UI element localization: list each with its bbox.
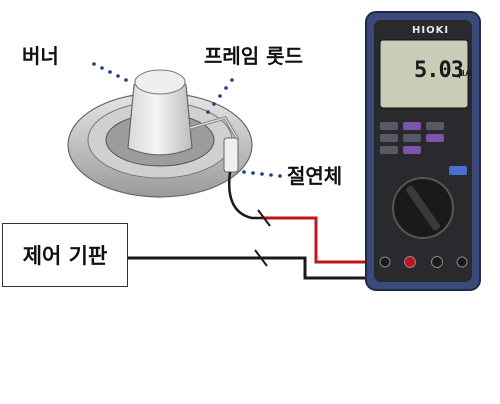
label-insulator: 절연체 (287, 164, 343, 188)
label-control-board: 제어 기판 (22, 244, 108, 268)
meter-button[interactable] (403, 146, 421, 154)
terminal-ua[interactable] (404, 256, 416, 268)
dial-knob[interactable] (405, 184, 441, 231)
break-mark-black (254, 249, 268, 267)
meter-button[interactable] (380, 146, 398, 154)
rod-lead-wire (228, 171, 262, 220)
terminal-v[interactable] (456, 256, 468, 268)
meter-display-unit: μA (458, 66, 473, 79)
insulator (223, 137, 239, 173)
meter-button[interactable] (426, 134, 444, 142)
break-mark-red (257, 209, 271, 227)
meter-button[interactable] (403, 122, 421, 130)
burner-top (134, 69, 186, 95)
frame-rod-highlight (189, 117, 239, 141)
meter-display-value: 5.03 (414, 58, 464, 83)
meter-brand: HIOKI (412, 25, 450, 36)
terminal-com[interactable] (431, 256, 443, 268)
red-probe-wire (262, 216, 410, 264)
terminal-a[interactable] (379, 256, 391, 268)
burner-assembly (67, 69, 253, 198)
meter-button[interactable] (380, 122, 398, 130)
meter-button[interactable] (403, 134, 421, 142)
multimeter (365, 11, 481, 291)
label-burner: 버너 (22, 44, 59, 68)
label-frame-rod: 프레임 롯드 (204, 44, 303, 68)
meter-button[interactable] (426, 122, 444, 130)
meter-button[interactable] (449, 166, 467, 175)
meter-lcd (379, 39, 469, 109)
leader-dots (92, 62, 282, 178)
control-board-box: 제어 기판 (2, 223, 128, 287)
meter-button[interactable] (380, 134, 398, 142)
